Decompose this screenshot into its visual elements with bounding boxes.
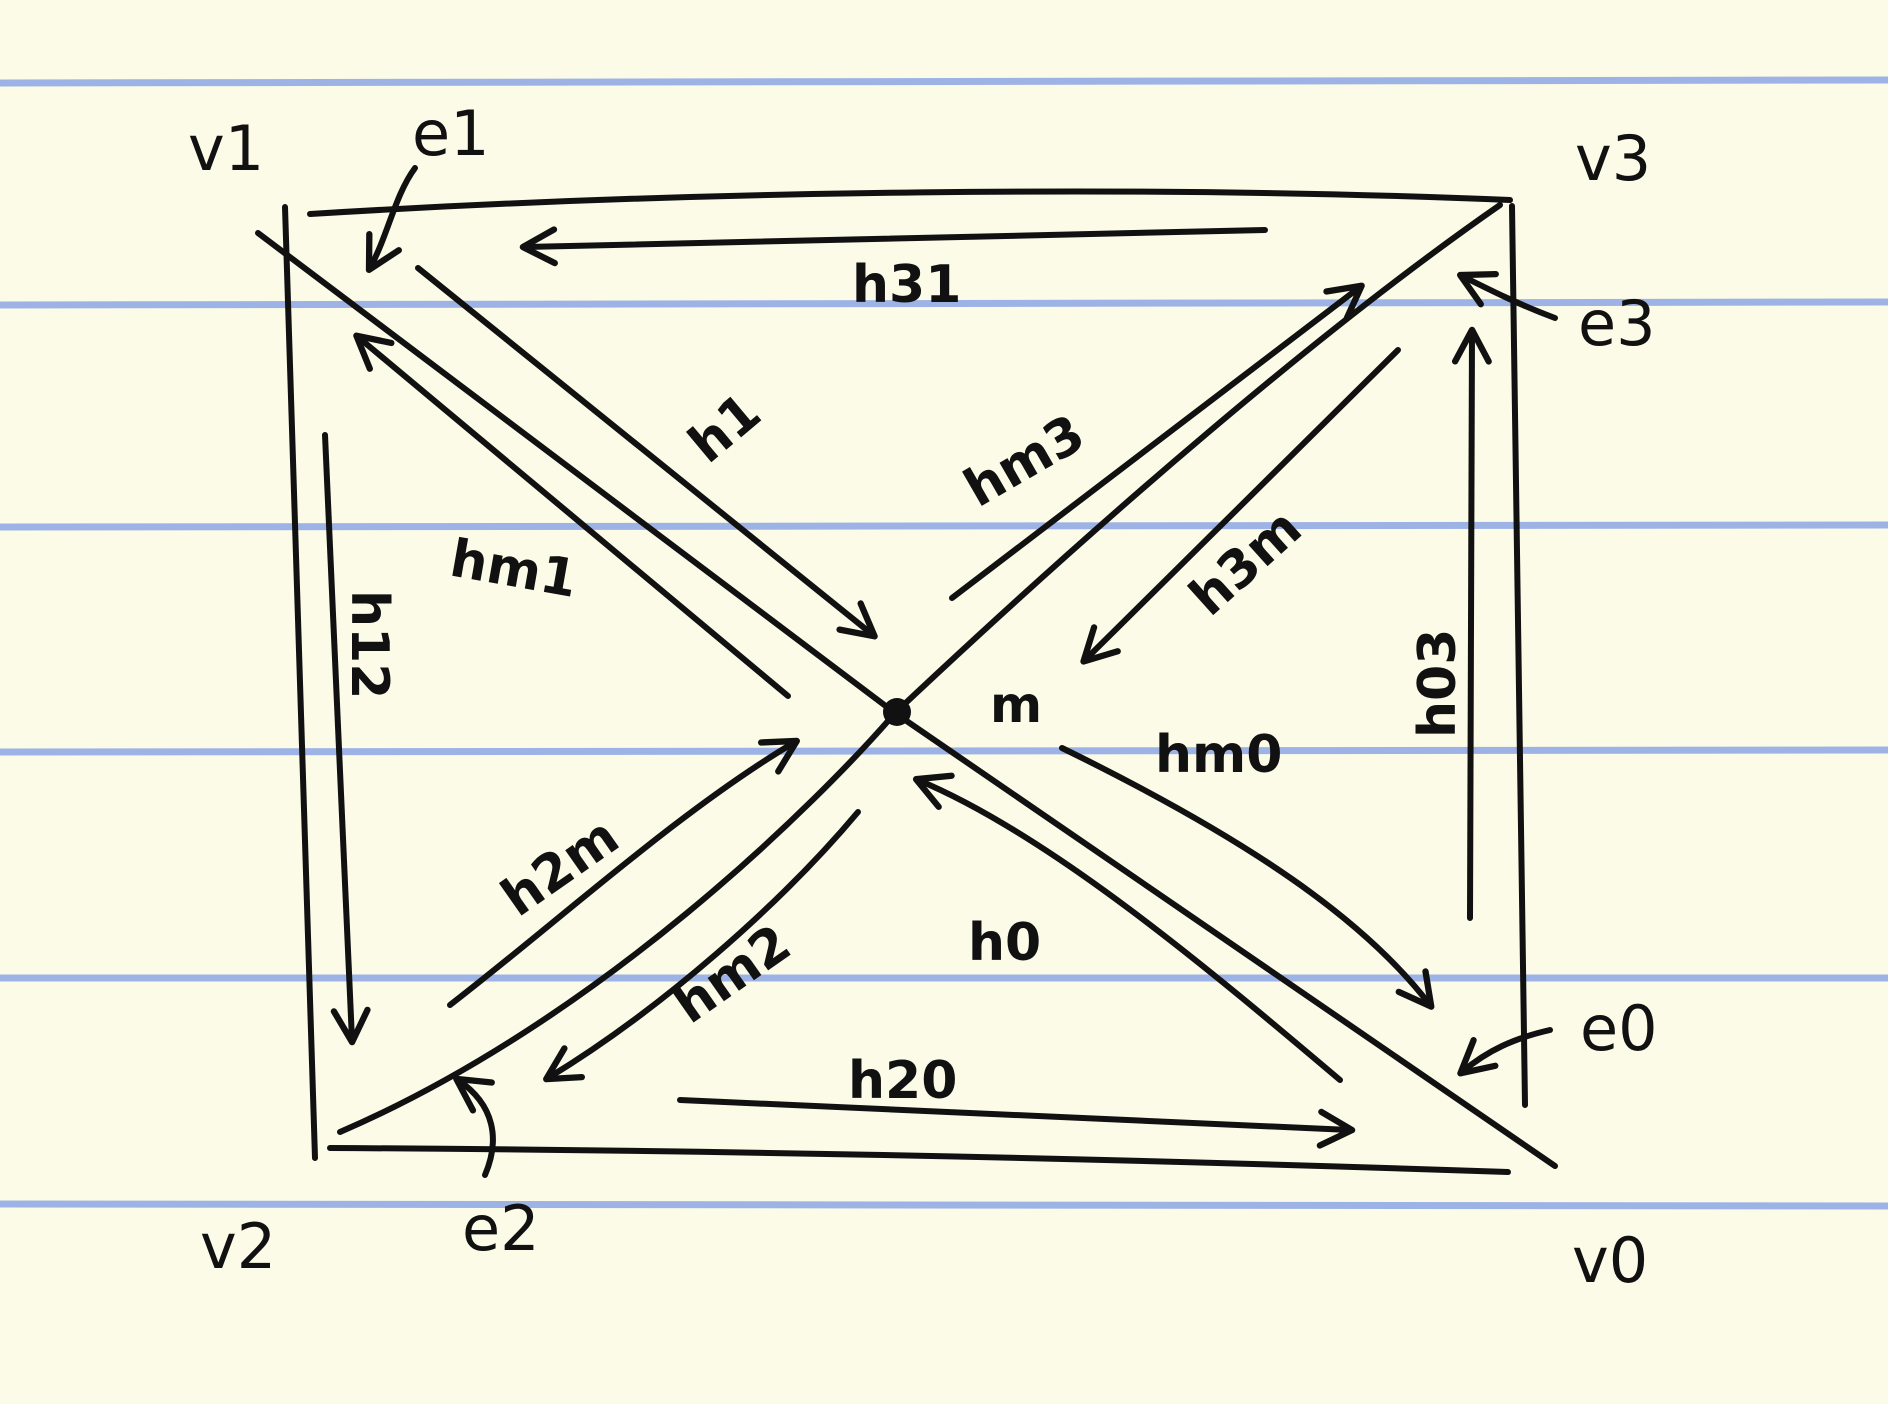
vertex-v0-label: v0	[1572, 1224, 1648, 1297]
arrow-h2m	[447, 737, 800, 1008]
halfedge-h03-label: h03	[1408, 629, 1468, 738]
edge-bottom	[327, 1145, 1511, 1175]
halfedge-hm2-label: hm2	[663, 913, 802, 1035]
halfedge-hm0-label: hm0	[1155, 725, 1282, 785]
edge-right	[1509, 203, 1528, 1108]
edge-e1-label: e1	[412, 97, 490, 170]
pointer-e0	[1457, 1027, 1553, 1077]
vertex-labels: v1 v3 v2 v0 m	[188, 112, 1651, 1297]
edge-left	[282, 204, 318, 1161]
halfedge-h31-label: h31	[852, 255, 961, 315]
pointer-e3	[1456, 270, 1558, 321]
edge-labels: e1 e3 e0 e2	[412, 97, 1658, 1265]
edge-e0-label: e0	[1580, 992, 1658, 1065]
arrow-h03	[1451, 326, 1492, 921]
halfedge-h3m-label: h3m	[1179, 498, 1314, 628]
halfedge-hm1-label: hm1	[446, 529, 582, 610]
halfedge-h2m-label: h2m	[491, 806, 630, 928]
arrow-hm0	[1059, 745, 1435, 1010]
ruled-lines	[0, 76, 1888, 1210]
ruled-line	[0, 746, 1888, 756]
arrow-h20	[677, 1097, 1356, 1149]
arrow-h3m	[1080, 347, 1401, 665]
arrow-hm2	[543, 809, 861, 1083]
halfedge-arrows	[322, 226, 1492, 1149]
arrow-hm3	[949, 282, 1365, 601]
edge-e3-label: e3	[1578, 287, 1656, 360]
arrow-h31	[519, 226, 1268, 267]
edge-e2-label: e2	[462, 1192, 540, 1265]
ruled-line	[0, 76, 1888, 87]
arrow-hm1	[353, 332, 791, 699]
diagonals	[255, 202, 1558, 1169]
arrow-h1	[415, 265, 878, 640]
halfedge-h1-label: h1	[678, 382, 773, 475]
pointer-e1	[365, 165, 418, 273]
vertex-v2-label: v2	[200, 1210, 276, 1283]
vertex-v1-label: v1	[188, 112, 264, 185]
halfedge-h12-label: h12	[339, 590, 399, 699]
halfedge-labels: h31 h1 hm1 h12 hm3 h3m h03 hm0 h2m hm2 h…	[339, 255, 1468, 1111]
ruled-line	[0, 1200, 1888, 1210]
arrow-h0	[912, 772, 1343, 1083]
pointer-e2	[453, 1075, 496, 1178]
halfedge-h0-label: h0	[968, 913, 1041, 973]
ruled-line	[0, 298, 1888, 309]
vertex-m-label: m	[990, 676, 1042, 734]
halfedge-h20-label: h20	[848, 1051, 957, 1111]
vertex-m-dot	[883, 698, 911, 726]
edge-top	[307, 188, 1513, 217]
arrow-h12	[322, 432, 371, 1046]
vertex-v3-label: v3	[1575, 122, 1651, 195]
ruled-line	[0, 521, 1888, 531]
edge-pointers	[365, 165, 1558, 1178]
quad-outline	[282, 188, 1528, 1175]
